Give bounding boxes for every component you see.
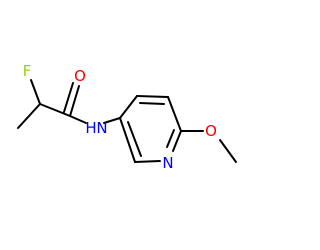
atom-amide-hydrogen: H (85, 119, 96, 137)
chemical-structure-canvas: F O N H N O (17, 62, 237, 172)
bond-calpha-fluorine (30, 79, 41, 105)
bond-c2-c3-inner (127, 121, 142, 157)
bond-omethoxy-cmethyl (219, 139, 237, 163)
bond-ccarbonyl-namide (69, 115, 87, 124)
bond-namide-c3 (103, 117, 121, 124)
bond-c6-npyridine (172, 130, 182, 152)
atom-amide-nitrogen: N (96, 119, 107, 137)
bond-c3-c4 (119, 95, 138, 119)
bond-c4-c5 (136, 95, 169, 98)
atom-carbonyl-oxygen: O (74, 67, 86, 85)
bond-npyridine-c2 (134, 160, 161, 163)
bond-ccarbonyl-ocarbonyl-b (63, 82, 74, 113)
bond-c5-c6 (167, 96, 182, 132)
bond-c6-npyridine-inner (166, 129, 175, 148)
molecule-drawing: F O N H N O (17, 62, 237, 172)
atom-fluorine: F (23, 62, 32, 80)
atom-methoxy-oxygen: O (205, 122, 217, 140)
bond-calpha-ccarbonyl (39, 103, 71, 117)
bond-ccarbonyl-ocarbonyl-a (69, 85, 80, 117)
bond-c2-c3 (119, 117, 136, 163)
bond-c4-c5-inner (139, 102, 165, 105)
atom-pyridine-nitrogen: N (162, 154, 173, 172)
atom-labels: F O N H N O (23, 62, 217, 172)
bond-cmethyl-calpha (17, 103, 41, 129)
bonds (17, 79, 237, 163)
